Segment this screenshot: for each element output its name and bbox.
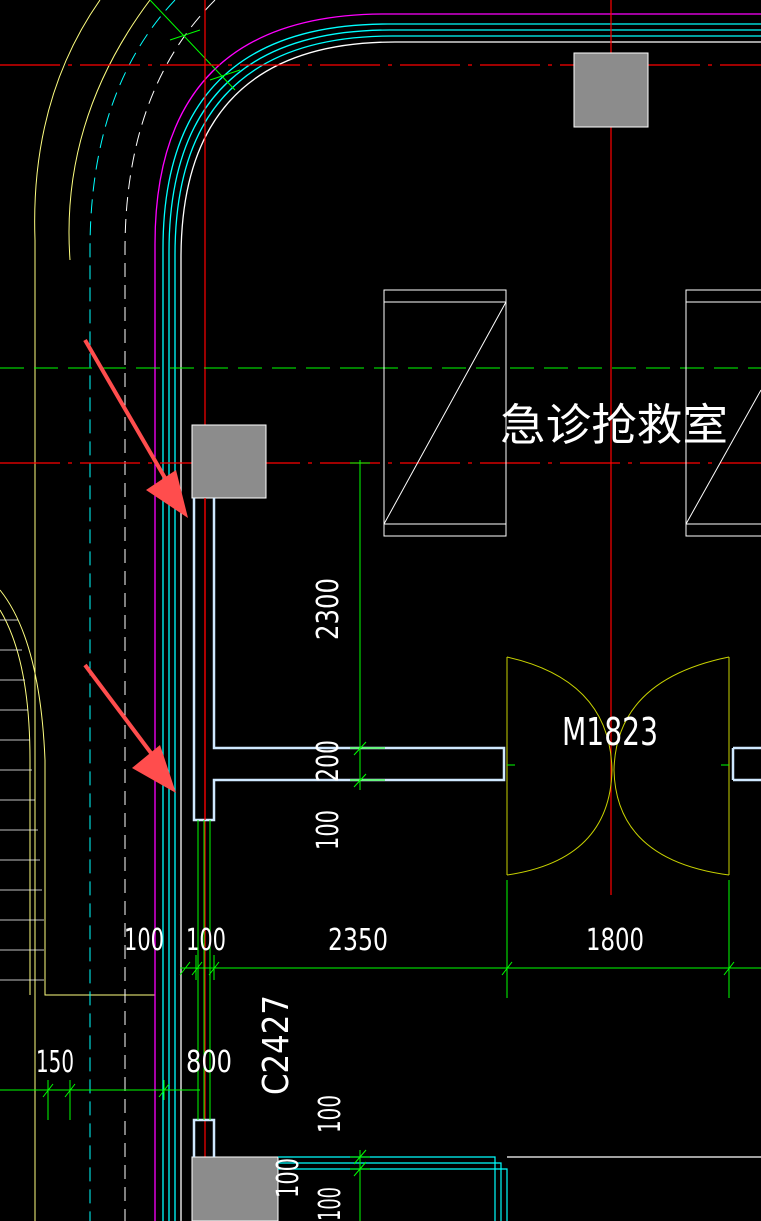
column-mid-left bbox=[191, 424, 267, 499]
columns bbox=[191, 52, 649, 1221]
bottom-wall-lines bbox=[278, 1156, 761, 1221]
dashed-lines bbox=[89, 0, 216, 1221]
dim-100-lower: 100 bbox=[313, 1095, 348, 1133]
dim-100-bottom: 100 bbox=[271, 1158, 306, 1198]
arrow-lower bbox=[83, 663, 176, 793]
column-top-right bbox=[573, 52, 649, 128]
dim-2350: 2350 bbox=[328, 923, 388, 958]
door-m1823 bbox=[506, 656, 730, 876]
diagonal-dimension bbox=[149, 0, 241, 91]
bed-2 bbox=[685, 289, 761, 537]
dimension-lines bbox=[0, 460, 761, 1221]
dim-2300: 2300 bbox=[311, 578, 346, 640]
dim-100-wall: 100 bbox=[186, 923, 226, 958]
column-bottom-left bbox=[191, 1156, 279, 1221]
window-label: C2427 bbox=[256, 995, 297, 1095]
stair-hatch bbox=[0, 619, 44, 981]
road-edge-lines bbox=[0, 0, 155, 1221]
bed-1 bbox=[383, 289, 507, 537]
dim-800: 800 bbox=[186, 1045, 232, 1080]
room-label: 急诊抢救室 bbox=[500, 400, 728, 451]
dim-100-clip: 100 bbox=[313, 1187, 348, 1221]
annotation-arrows bbox=[83, 338, 188, 793]
arrow-upper bbox=[83, 338, 188, 518]
window-lines bbox=[197, 820, 211, 1120]
dim-200: 200 bbox=[311, 740, 346, 782]
beds bbox=[383, 289, 761, 537]
exterior-wall-curves bbox=[154, 13, 761, 1221]
dim-150: 150 bbox=[36, 1045, 74, 1080]
dim-100-left: 100 bbox=[124, 923, 164, 958]
dim-100-vertical: 100 bbox=[311, 810, 346, 850]
door-label: M1823 bbox=[562, 710, 658, 754]
dim-1800: 1800 bbox=[586, 923, 644, 958]
